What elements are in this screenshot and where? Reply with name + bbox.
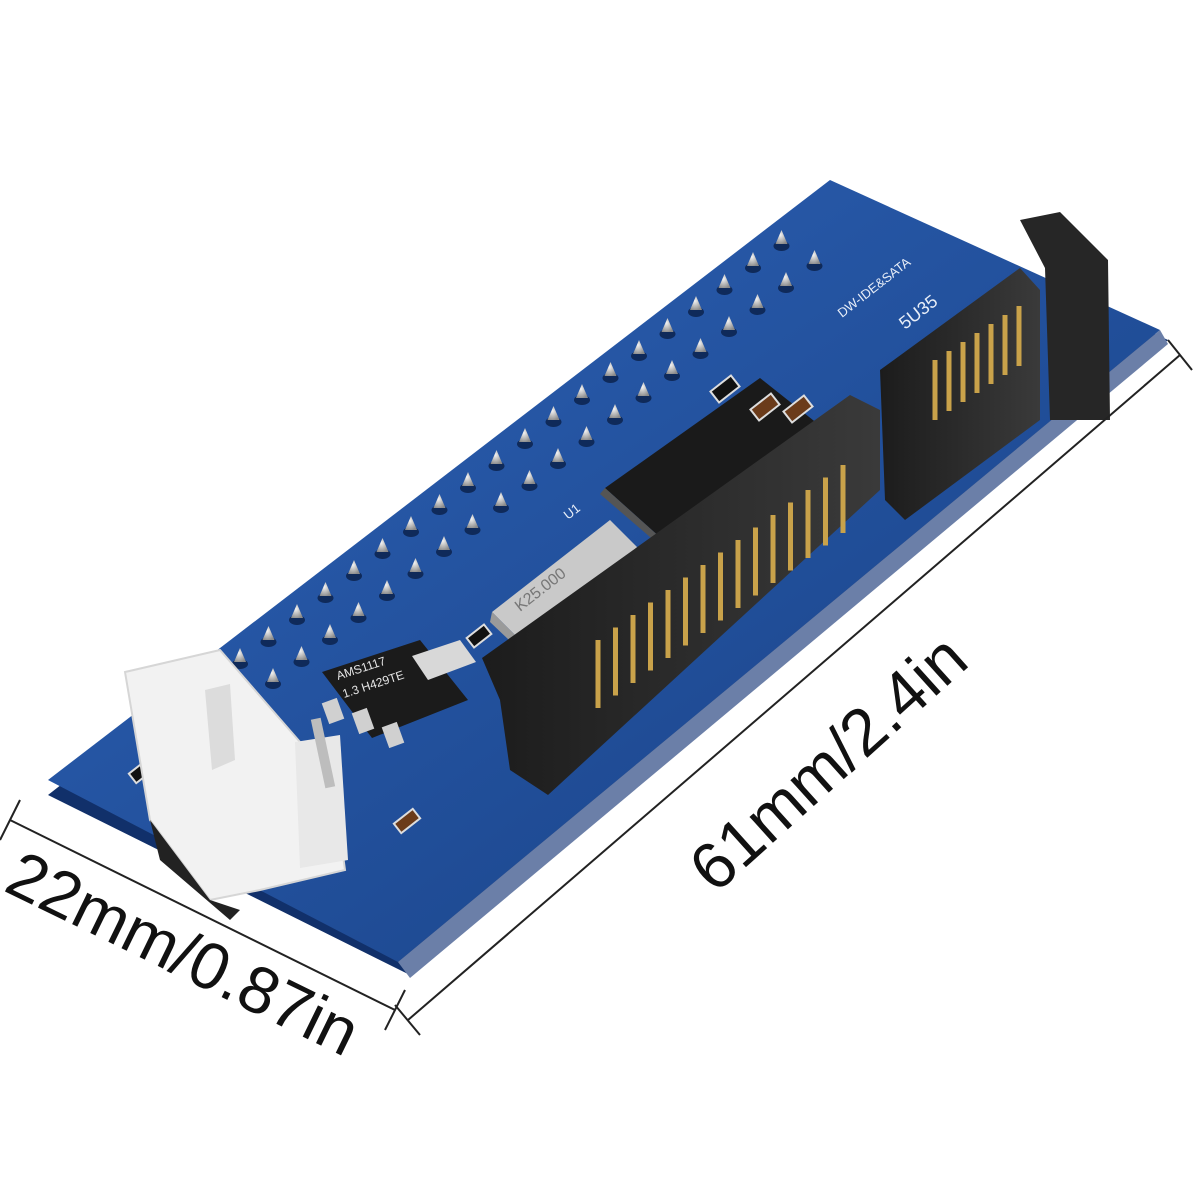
header-pin	[262, 626, 275, 640]
header-pin	[319, 582, 332, 596]
header-pin	[352, 602, 365, 616]
header-pin	[609, 404, 621, 418]
sata-power-contacts	[595, 465, 846, 708]
header-pin	[466, 514, 479, 528]
header-pin	[604, 362, 617, 376]
header-pin	[295, 646, 308, 660]
header-pin	[523, 470, 536, 484]
header-pin	[376, 538, 389, 552]
sata-data-contacts	[932, 306, 1022, 420]
header-pin	[808, 250, 821, 264]
header-pin	[405, 516, 417, 530]
header-pin	[751, 294, 764, 308]
header-pin	[718, 274, 731, 288]
ide-pin-header	[232, 230, 823, 689]
sata-connector	[482, 212, 1110, 795]
header-pin	[433, 494, 446, 508]
header-pin	[462, 472, 474, 486]
sata-power-housing	[482, 395, 880, 795]
header-pin	[775, 230, 788, 244]
length-dimension-line	[407, 354, 1181, 1021]
header-pin	[576, 384, 588, 398]
header-pin	[633, 340, 645, 354]
smd-components	[127, 374, 814, 835]
header-pin	[547, 406, 560, 420]
sata-latch	[1020, 212, 1110, 420]
molex-connector	[123, 648, 348, 920]
header-pin	[690, 296, 702, 310]
header-pin	[519, 428, 531, 442]
sata-data-housing	[880, 268, 1040, 520]
header-pin	[495, 492, 507, 506]
header-pin	[666, 360, 678, 374]
header-pin	[661, 318, 674, 332]
header-pin	[694, 338, 707, 352]
header-pin	[267, 668, 279, 682]
header-pin	[780, 272, 792, 286]
voltage-regulator: AMS1117 1.3 H429TE	[321, 640, 476, 749]
header-pin	[490, 450, 503, 464]
header-pin	[324, 624, 336, 638]
header-pin	[723, 316, 735, 330]
width-dimension-line	[9, 819, 396, 1011]
header-pin	[381, 580, 393, 594]
header-pin	[552, 448, 564, 462]
header-pin	[348, 560, 360, 574]
header-pin	[409, 558, 422, 572]
header-pin	[580, 426, 593, 440]
header-pin	[291, 604, 303, 618]
pcb-side	[398, 330, 1168, 978]
header-pin	[637, 382, 650, 396]
header-pin	[438, 536, 450, 550]
header-pin	[234, 648, 246, 662]
header-pin	[747, 252, 759, 266]
